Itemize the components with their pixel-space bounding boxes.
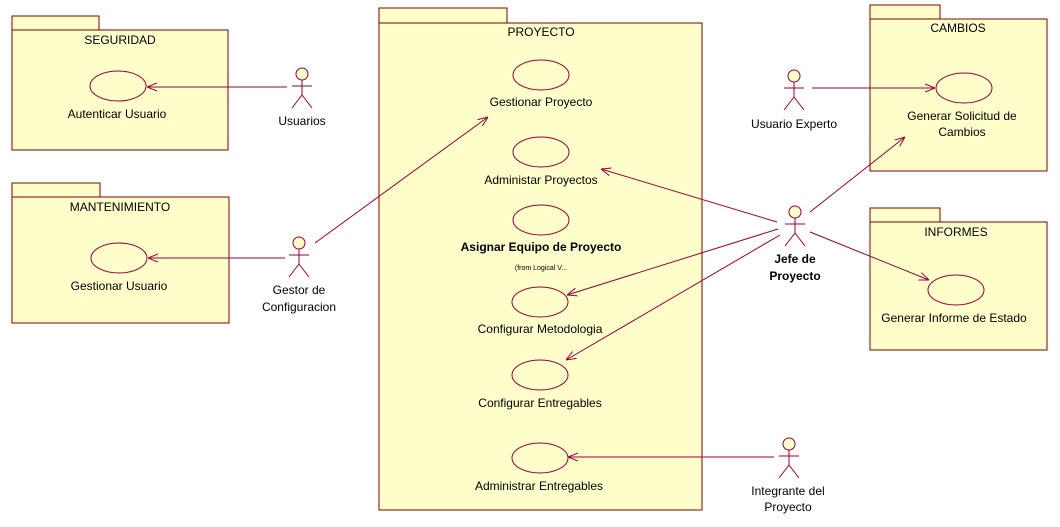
actor-label-line2: Proyecto — [764, 500, 812, 514]
stick-figure-icon — [778, 437, 800, 479]
package-informes-label: INFORMES — [924, 225, 987, 239]
use-case-label: Configurar Entregables — [478, 396, 601, 410]
actor-label-line2: Proyecto — [769, 269, 820, 283]
use-case-generar-solicitud-cambios[interactable]: Generar Solicitud de Cambios — [907, 72, 1017, 139]
use-case-autenticar-usuario[interactable]: Autenticar Usuario — [68, 70, 167, 121]
package-proyecto[interactable]: PROYECTO — [378, 7, 703, 511]
use-case-label: Configurar Metodologia — [478, 322, 603, 336]
actor-label: Usuarios — [278, 114, 325, 128]
use-case-label: Administar Proyectos — [484, 173, 597, 187]
use-case-label: Administrar Entregables — [475, 479, 603, 493]
use-case-administrar-entregables[interactable]: Administrar Entregables — [475, 442, 603, 493]
stick-figure-icon — [784, 205, 806, 247]
use-case-source-note: (from Logical V... — [515, 265, 567, 272]
package-informes[interactable]: INFORMES — [869, 207, 1048, 351]
association-gestor-gestionar-proyecto[interactable] — [314, 117, 488, 244]
use-case-label: Gestionar Proyecto — [490, 95, 593, 109]
association-jefe-configurar-entregables[interactable] — [566, 234, 781, 360]
actor-label-line1: Jefe de — [774, 252, 816, 266]
actor-integrante-proyecto[interactable]: Integrante del Proyecto — [751, 437, 825, 514]
use-case-gestionar-usuario[interactable]: Gestionar Usuario — [71, 242, 168, 293]
use-case-configurar-entregables[interactable]: Configurar Entregables — [478, 359, 602, 410]
association-jefe-solicitud[interactable] — [809, 137, 905, 213]
actor-label: Usuario Experto — [751, 117, 837, 131]
association-jefe-administrar-proyectos[interactable] — [601, 169, 778, 223]
use-case-label-line2: Cambios — [938, 125, 985, 139]
use-case-generar-informe-estado[interactable]: Generar Informe de Estado — [881, 274, 1027, 325]
package-cambios-label: CAMBIOS — [930, 21, 985, 35]
use-case-administrar-proyectos[interactable]: Administar Proyectos — [484, 136, 598, 187]
package-proyecto-label: PROYECTO — [507, 25, 574, 39]
actor-usuario-experto[interactable]: Usuario Experto — [751, 69, 837, 131]
stick-figure-icon — [291, 67, 313, 109]
actor-usuarios[interactable]: Usuarios — [278, 67, 326, 128]
use-case-label: Gestionar Usuario — [71, 279, 168, 293]
stick-figure-icon — [783, 69, 805, 111]
actor-gestor-configuracion[interactable]: Gestor de Configuracion — [262, 236, 336, 314]
actor-label-line1: Integrante del — [751, 484, 824, 498]
use-case-configurar-metodologia[interactable]: Configurar Metodologia — [478, 286, 603, 336]
use-case-asignar-equipo[interactable]: Asignar Equipo de Proyecto (from Logical… — [461, 204, 622, 272]
association-jefe-configurar-metodologia[interactable] — [567, 228, 779, 295]
package-seguridad-label: SEGURIDAD — [84, 33, 156, 47]
actor-jefe-proyecto[interactable]: Jefe de Proyecto — [769, 205, 821, 283]
use-case-label-line1: Generar Solicitud de — [907, 109, 1017, 123]
actor-label-line2: Configuracion — [262, 300, 336, 314]
use-case-label: Autenticar Usuario — [68, 107, 167, 121]
use-case-gestionar-proyecto[interactable]: Gestionar Proyecto — [490, 59, 593, 109]
use-case-label: Generar Informe de Estado — [881, 311, 1027, 325]
package-mantenimiento-label: MANTENIMIENTO — [70, 200, 170, 214]
association-jefe-informe[interactable] — [809, 231, 929, 280]
use-case-label: Asignar Equipo de Proyecto — [461, 240, 622, 254]
stick-figure-icon — [288, 236, 310, 278]
actor-label-line1: Gestor de — [273, 283, 326, 297]
